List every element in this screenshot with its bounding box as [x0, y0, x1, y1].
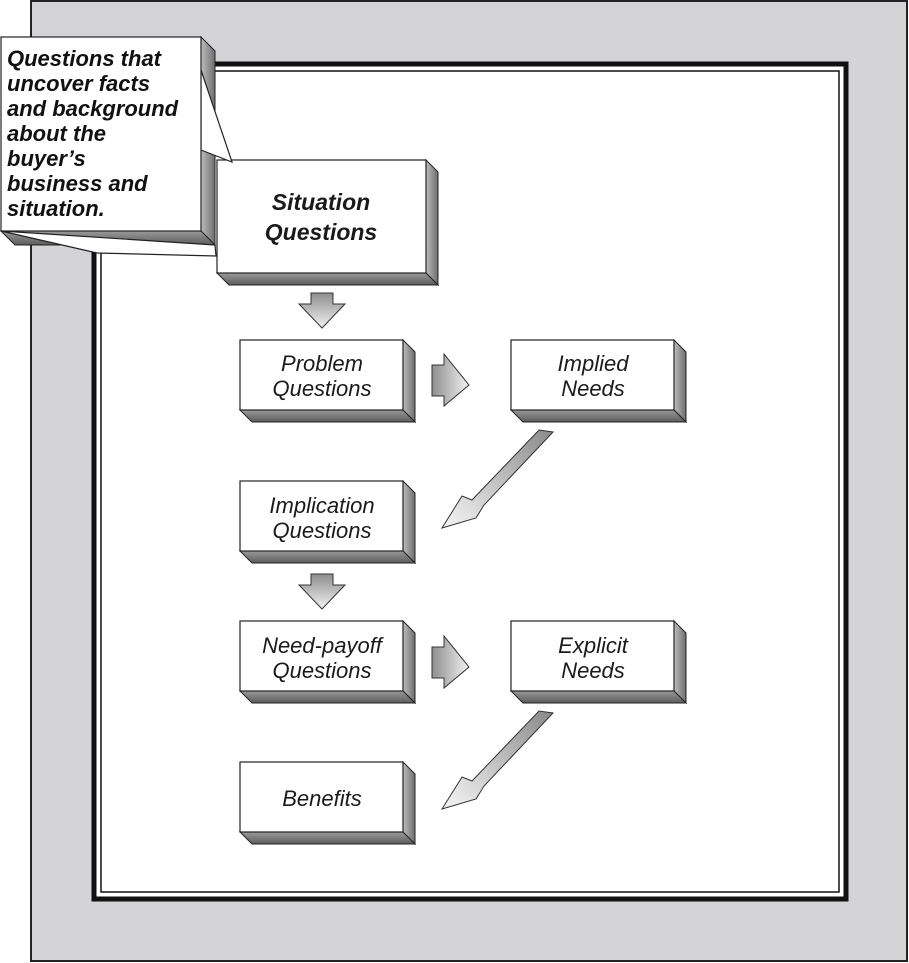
problem-label-1: Problem: [281, 351, 363, 376]
callout-line-4: about the: [7, 121, 106, 146]
benefits-box: Benefits: [238, 760, 417, 846]
callout-line-7: situation.: [7, 196, 105, 221]
implication-label-2: Questions: [272, 518, 371, 543]
problem-questions-box: Problem Questions: [238, 338, 417, 424]
arrow-right-icon: [431, 352, 470, 408]
arrow-right-icon: [431, 634, 470, 690]
implied-label-2: Needs: [561, 376, 625, 401]
need-payoff-questions-box: Need-payoff Questions: [238, 619, 417, 705]
explicit-label-1: Explicit: [558, 633, 629, 658]
problem-label-2: Questions: [272, 376, 371, 401]
implication-label-1: Implication: [269, 493, 374, 518]
callout-line-6: business and: [7, 171, 148, 196]
explicit-needs-box: Explicit Needs: [509, 619, 688, 705]
implied-label-1: Implied: [558, 351, 630, 376]
benefits-label: Benefits: [282, 786, 362, 811]
situation-label-1: Situation: [272, 189, 370, 215]
explicit-label-2: Needs: [561, 658, 625, 683]
callout-bubble: Questions that uncover facts and backgro…: [0, 35, 233, 257]
situation-questions-box: Situation Questions: [215, 158, 440, 287]
situation-label-2: Questions: [265, 219, 377, 245]
callout-line-5: buyer’s: [7, 146, 86, 171]
need-payoff-label-2: Questions: [272, 658, 371, 683]
arrow-down-icon: [297, 573, 347, 610]
need-payoff-label-1: Need-payoff: [262, 633, 385, 658]
implication-questions-box: Implication Questions: [238, 479, 417, 565]
callout-line-3: and background: [7, 96, 179, 121]
implied-needs-box: Implied Needs: [509, 338, 688, 424]
inner-panel-rule: [100, 70, 840, 893]
arrow-diagonal-icon: [440, 429, 555, 529]
arrow-down-icon: [297, 292, 347, 329]
arrow-diagonal-icon: [440, 710, 555, 810]
callout-line-2: uncover facts: [7, 71, 150, 96]
callout-line-1: Questions that: [7, 46, 163, 71]
